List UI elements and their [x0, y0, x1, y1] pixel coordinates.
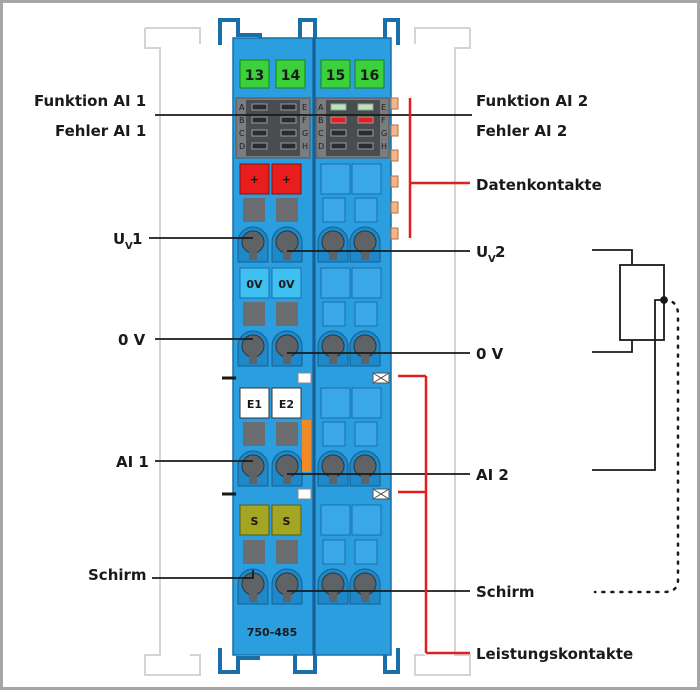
label-uv1-num: 1 — [132, 230, 142, 248]
led-error-ai2-b — [357, 116, 374, 124]
wire-clamps — [237, 226, 381, 605]
led-letter-b-right: B — [318, 116, 324, 125]
s-label-1: S — [251, 515, 259, 528]
label-uv2-v: V — [488, 254, 496, 265]
led-error-ai2-a — [330, 116, 347, 124]
wire-clamp[interactable] — [349, 330, 381, 367]
label-schirm-right: Schirm — [476, 583, 535, 601]
led-function-ai2-a — [330, 103, 347, 111]
ov-label-2: 0V — [278, 278, 295, 291]
wire-clamp[interactable] — [237, 226, 269, 263]
led-letter-e: E — [381, 103, 386, 112]
led-function-ai2-b — [357, 103, 374, 111]
wire-clamp[interactable] — [317, 330, 349, 367]
label-0v-left: 0 V — [118, 331, 146, 349]
label-funktion-ai2: Funktion AI 2 — [476, 92, 588, 110]
terminal-row-1 — [243, 197, 378, 223]
led-letter-c-right: C — [318, 129, 324, 138]
terminal-16: 16 — [360, 68, 379, 84]
power-contact-markers — [297, 372, 390, 500]
wire-clamp[interactable] — [271, 568, 303, 605]
led-letter-a-right: A — [318, 103, 324, 112]
label-uv2-u: U — [476, 243, 488, 261]
led-letter-d-right: D — [318, 142, 324, 151]
wire-clamp[interactable] — [349, 450, 381, 487]
terminal-numbers: 13 14 15 16 — [239, 59, 385, 89]
label-leistungskontakte: Leistungskontakte — [476, 645, 633, 663]
label-datenkontakte: Datenkontakte — [476, 176, 602, 194]
label-fehler-ai1: Fehler AI 1 — [55, 122, 146, 140]
ov-label-1: 0V — [246, 278, 263, 291]
zero-volt-terminals: 0V 0V — [239, 267, 382, 327]
led-letter-a: A — [239, 103, 245, 112]
wire-clamp[interactable] — [349, 226, 381, 263]
wire-clamp[interactable] — [237, 330, 269, 367]
data-contacts — [390, 97, 399, 240]
terminal-15: 15 — [326, 68, 345, 84]
wire-clamp[interactable] — [317, 568, 349, 605]
label-ai1: AI 1 — [116, 453, 149, 471]
wire-clamp[interactable] — [271, 330, 303, 367]
terminal-13: 13 — [245, 68, 264, 84]
terminal-14: 14 — [281, 68, 301, 84]
s-label-2: S — [283, 515, 291, 528]
right-leader-lines — [287, 250, 470, 592]
wire-clamp[interactable] — [349, 568, 381, 605]
sensor-circuit — [592, 249, 680, 594]
wire-clamp[interactable] — [317, 226, 349, 263]
led-letter-h-left: H — [302, 142, 308, 151]
label-uv1-v: V — [125, 241, 133, 252]
led-panel-right: A B C D E F G H — [315, 97, 390, 159]
shield-terminals: S S — [239, 504, 382, 565]
wire-clamp[interactable] — [271, 450, 303, 487]
led-letter-e-left: E — [302, 103, 307, 112]
led-letter-c: C — [239, 129, 245, 138]
led-panel-left: A B C D E F G H — [235, 97, 311, 159]
label-schirm-left: Schirm — [88, 566, 147, 584]
left-leader-lines — [149, 114, 472, 579]
label-ai2: AI 2 — [476, 466, 509, 484]
led-letter-f: F — [381, 116, 386, 125]
led-letter-g-left: G — [302, 129, 308, 138]
plus-terminals: + + — [239, 163, 382, 195]
led-letter-f-left: F — [302, 116, 307, 125]
wire-clamp[interactable] — [237, 450, 269, 487]
led-letter-g: G — [381, 129, 387, 138]
label-uv2-num: 2 — [495, 243, 505, 261]
input-terminals: E1 E2 — [239, 387, 382, 472]
label-funktion-ai1: Funktion AI 1 — [34, 92, 146, 110]
led-letter-b: B — [239, 116, 245, 125]
red-brackets — [398, 98, 470, 655]
led-letter-h: H — [381, 142, 387, 151]
label-uv1-u: U — [113, 230, 125, 248]
plus-label-1: + — [250, 173, 259, 186]
label-fehler-ai2: Fehler AI 2 — [476, 122, 567, 140]
plus-label-2: + — [282, 173, 291, 186]
e1-label: E1 — [247, 398, 262, 411]
e2-label: E2 — [279, 398, 294, 411]
wire-clamp[interactable] — [271, 226, 303, 263]
orange-bridge — [302, 420, 311, 472]
led-letter-d: D — [239, 142, 245, 151]
wire-clamp[interactable] — [317, 450, 349, 487]
rail-background — [144, 27, 471, 676]
labels: Funktion AI 1 Fehler AI 1 Funktion AI 2 … — [34, 92, 633, 663]
label-0v-right: 0 V — [476, 345, 504, 363]
model-number: 750-485 — [247, 626, 298, 639]
